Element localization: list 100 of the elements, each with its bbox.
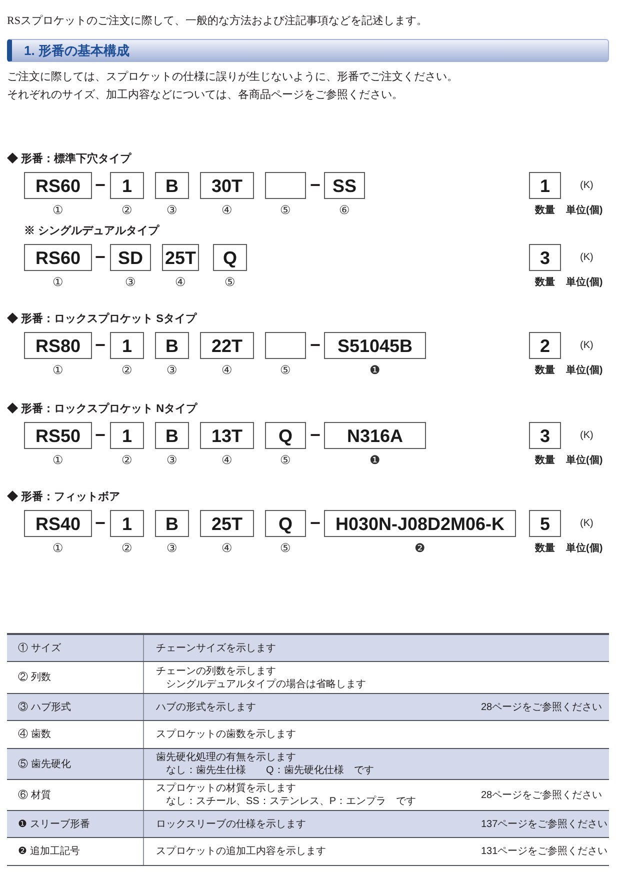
item-description: スプロケットの歯数を示します [156,728,297,741]
position-number: ① [52,275,64,289]
instruction-text: ご注文に際しては、スプロケットの仕様に誤りが生じないように、形番でご注文ください。 [7,70,458,84]
code-box: RS80 [24,332,92,359]
section-heading: ◆ 形番：標準下穴タイプ [7,152,132,166]
item-description: チェーンサイズを示します [156,642,277,654]
code-box: 1 [110,332,144,359]
item-name: ❶ スリーブ形番 [18,818,91,830]
quantity-box: 3 [529,422,561,449]
item-name: ① サイズ [18,642,62,654]
section-heading: ◆ 形番：フィットボア [7,490,120,504]
unit-caption: 単位(個) [566,364,603,378]
hyphen-separator: − [95,246,106,269]
code-box: RS60 [24,172,92,199]
code-box: 1 [110,510,144,537]
code-box: Q [213,244,247,271]
unit-caption: 単位(個) [566,276,603,290]
position-number: ❶ [370,453,380,467]
item-description: ハブの形式を示します [156,700,257,714]
page-reference: 28ページをご参照ください [481,788,604,802]
position-number: ⑥ [339,203,350,217]
unit-caption: 単位(個) [566,454,603,468]
item-description: チェーンの列数を示します [156,664,277,678]
item-description: スプロケットの材質を示します [156,782,297,795]
page-reference: 137ページをご参照ください [481,818,609,830]
empty-code-box [265,172,306,199]
quantity-caption: 数量 [535,204,555,218]
item-description: 歯先硬化処理の有無を示します [156,751,297,764]
item-description: ロックスリーブの仕様を示します [156,818,307,830]
unit-caption: 単位(個) [566,542,603,556]
position-number: ❷ [414,541,426,555]
quantity-box: 3 [529,244,561,271]
section-heading: ◆ 形番：ロックスプロケット Sタイプ [7,312,196,326]
unit-caption: 単位(個) [566,204,603,218]
instruction-text: それぞれのサイズ、加工内容などについては、各商品ページをご参照ください。 [7,88,403,102]
position-number: ② [122,363,132,377]
code-box: 22T [200,332,254,359]
position-number: ③ [166,453,178,467]
section-heading: ◆ 形番：ロックスプロケット Nタイプ [7,402,198,416]
unit-code: (K) [580,338,594,352]
code-box: 1 [110,422,144,449]
position-number: ④ [222,541,232,555]
subheading: ※ シングルデュアルタイプ [24,224,160,238]
item-description: なし：スチール、SS：ステンレス、P：エンプラ です [165,795,418,808]
code-box: 25T [200,510,254,537]
position-number: ③ [166,363,178,377]
item-name: ④ 歯数 [18,728,52,741]
item-description: シングルデュアルタイプの場合は省略します [165,678,367,690]
unit-code: (K) [580,250,594,264]
code-box: 25T [162,244,199,271]
quantity-caption: 数量 [535,454,555,468]
unit-code: (K) [580,516,594,530]
item-name: ③ ハブ形式 [18,700,72,714]
position-number: ⑤ [280,363,291,377]
position-number: ④ [222,453,232,467]
hyphen-separator: − [310,174,321,197]
position-number: ② [122,453,132,467]
quantity-box: 1 [529,172,561,199]
position-number: ❶ [370,363,380,377]
position-number: ① [52,203,64,217]
position-number: ④ [222,203,232,217]
hyphen-separator: − [310,334,321,357]
position-number: ③ [166,203,178,217]
code-box: SS [324,172,365,199]
item-description: なし：歯先生仕様 Q：歯先硬化仕様 です [165,764,375,777]
code-box: N316A [324,422,426,449]
unit-code: (K) [580,178,594,192]
code-box: 13T [200,422,254,449]
hyphen-separator: − [95,512,106,535]
hyphen-separator: − [310,512,321,535]
quantity-caption: 数量 [535,276,555,290]
page-reference: 28ページをご参照ください [481,700,604,714]
position-number: ④ [222,363,232,377]
position-number: ① [52,541,64,555]
code-box: B [155,422,189,449]
hyphen-separator: − [95,174,106,197]
position-number: ⑤ [224,275,236,289]
code-box: SD [110,244,151,271]
hyphen-separator: − [95,424,106,447]
position-number: ③ [125,275,136,289]
position-number: ⑤ [280,453,291,467]
position-number: ⑤ [280,541,291,555]
code-box: Q [265,422,306,449]
code-box: RS50 [24,422,92,449]
hyphen-separator: − [310,424,321,447]
intro-text: RSスプロケットのご注文に際して、一般的な方法および注記事項などを記述します。 [7,14,428,28]
code-box: RS60 [24,244,92,271]
item-name: ⑤ 歯先硬化 [18,758,72,770]
quantity-box: 5 [529,510,561,537]
position-number: ④ [175,275,186,289]
code-box: 1 [110,172,144,199]
position-number: ③ [166,541,178,555]
unit-code: (K) [580,428,594,442]
code-box: B [155,172,189,199]
item-description: スプロケットの追加工内容を示します [156,845,327,858]
hyphen-separator: − [95,334,106,357]
quantity-box: 2 [529,332,561,359]
quantity-caption: 数量 [535,364,555,378]
code-box: 30T [200,172,254,199]
position-number: ② [122,203,132,217]
